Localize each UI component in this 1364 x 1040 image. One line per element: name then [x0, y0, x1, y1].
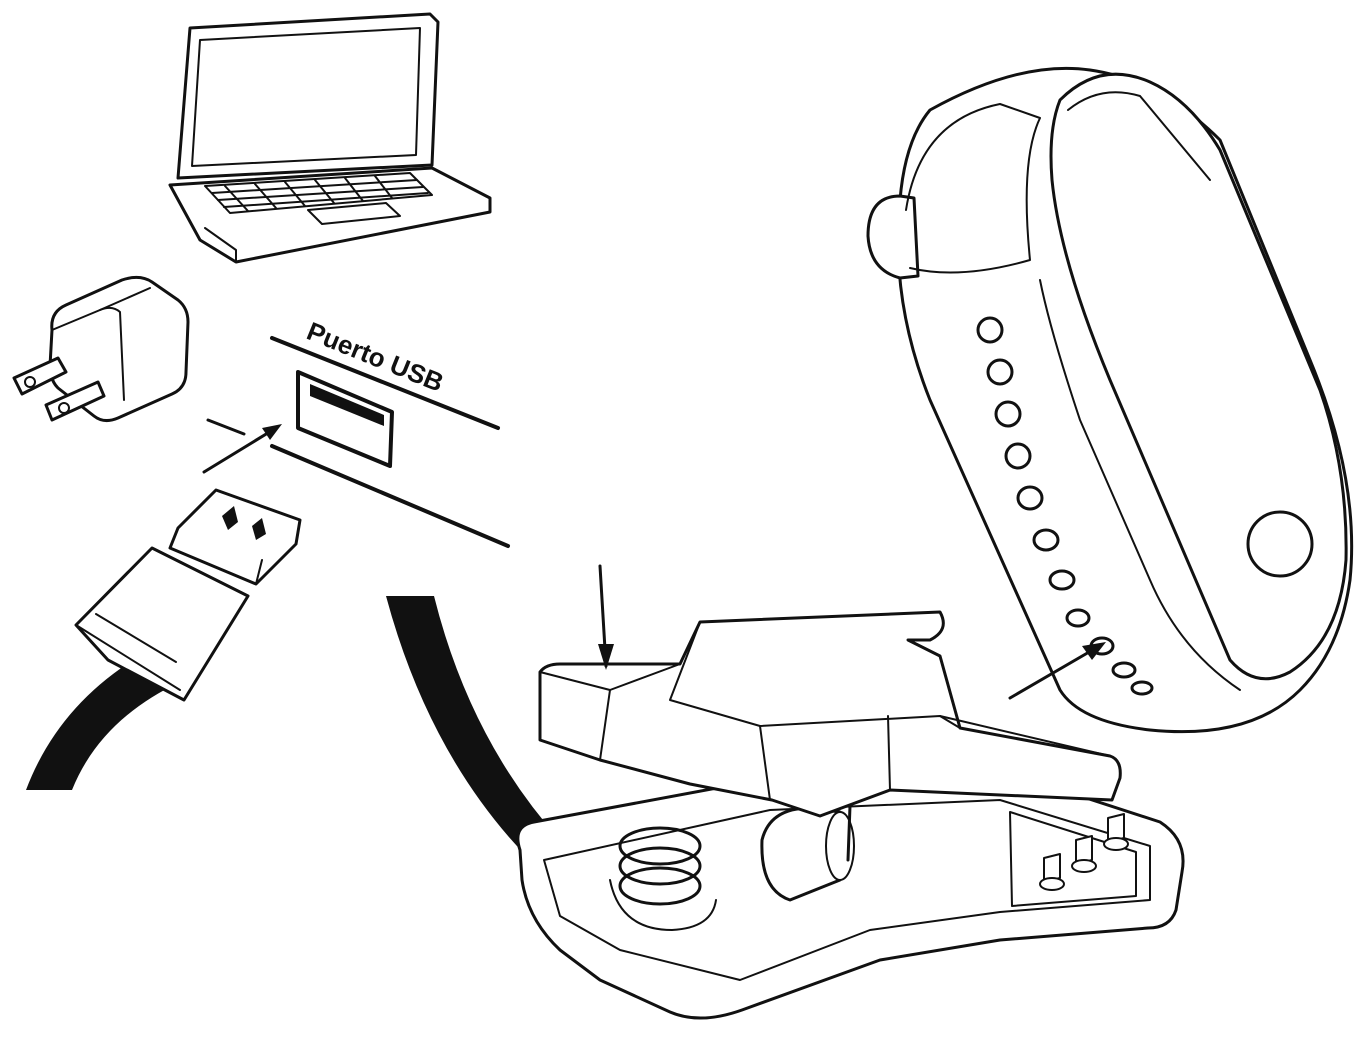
- usb-plug-icon: [26, 488, 302, 790]
- strap-holes-icon: [976, 316, 1154, 696]
- usb-port-icon: [270, 336, 510, 548]
- spring-icon: [609, 826, 717, 931]
- insert-arrow-icon: [202, 418, 282, 474]
- contact-pins-icon: [1039, 813, 1129, 891]
- attach-arrow-icon: [1008, 642, 1106, 700]
- charging-clip-icon: [516, 610, 1185, 1020]
- wall-adapter-icon: [12, 275, 190, 423]
- charging-cable-icon: [386, 596, 560, 864]
- press-arrow-icon: [598, 564, 614, 670]
- fitness-band-icon: [866, 66, 1354, 734]
- laptop-icon: [168, 12, 492, 264]
